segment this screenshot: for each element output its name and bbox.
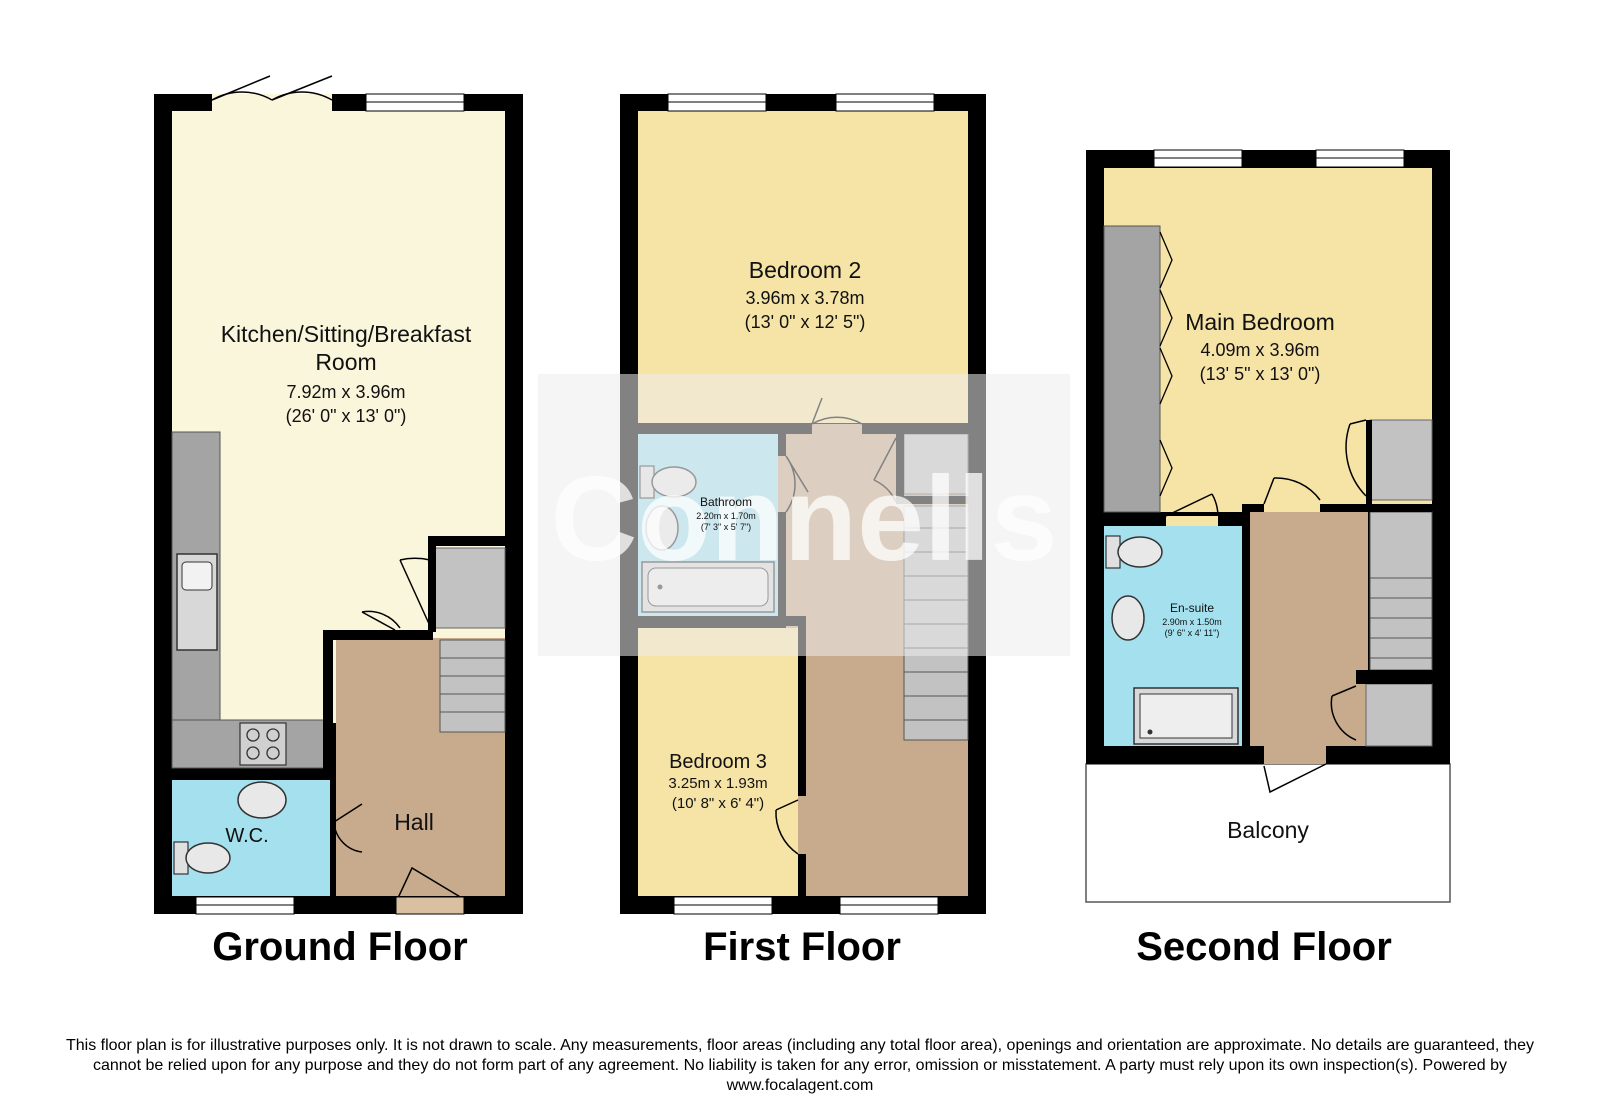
storage-wall [430, 536, 522, 546]
second-wall-ensuite-side [1242, 504, 1250, 754]
bedroom3-name: Bedroom 3 [669, 751, 767, 773]
kitchen-name-line1: Kitchen/Sitting/Breakfast [221, 321, 472, 347]
kitchen-imperial: (26' 0" x 13' 0") [286, 406, 407, 426]
wc-top-wall [172, 770, 332, 780]
hall-name: Hall [394, 809, 434, 835]
wardrobe-doors [1159, 231, 1173, 497]
second-wall-cupboard [1356, 670, 1432, 684]
disclaimer-text: This floor plan is for illustrative purp… [65, 1037, 1535, 1094]
main-bedroom-imperial: (13' 5" x 13' 0") [1200, 364, 1321, 384]
sink-bowl [181, 561, 213, 591]
bathroom-name: Bathroom [700, 495, 752, 509]
bedroom2-imperial: (13' 0" x 12' 5") [745, 312, 866, 332]
ground-floor-title: Ground Floor [212, 925, 468, 969]
wc-name: W.C. [225, 825, 268, 847]
main-bedroom-metric: 4.09m x 3.96m [1200, 340, 1319, 360]
bedroom3-metric: 3.25m x 1.93m [668, 775, 767, 792]
ensuite-toilet [1105, 535, 1163, 569]
bedroom3-room [638, 628, 798, 896]
ensuite-metric: 2.90m x 1.50m [1162, 617, 1222, 627]
floor-titles: Ground Floor First Floor Second Floor [212, 925, 1392, 969]
ground-doors [333, 557, 463, 899]
main-bedroom-name: Main Bedroom [1185, 309, 1335, 335]
storage-side-wall [428, 536, 436, 632]
second-doors [1165, 419, 1367, 794]
main-bedroom-wardrobe [1103, 225, 1161, 513]
second-landing-cupboard [1365, 683, 1433, 747]
kitchen-name-line2: Room [315, 349, 376, 375]
balcony [1085, 763, 1451, 903]
second-wall-landing-top [1242, 504, 1432, 512]
ensuite-imperial: (9' 6" x 4' 11") [1165, 628, 1220, 638]
bedroom2-name: Bedroom 2 [749, 257, 862, 283]
ground-stair-treads [440, 657, 505, 713]
bathroom-imperial: (7' 3" x 5' 7") [701, 522, 751, 532]
hob [239, 722, 287, 766]
first-windows [667, 93, 939, 915]
ensuite-basin [1111, 595, 1145, 641]
ensuite-name: En-suite [1170, 601, 1214, 615]
second-floor-title: Second Floor [1136, 925, 1392, 969]
ground-french-doors [211, 75, 333, 111]
second-storage-cupboard [1369, 419, 1433, 501]
wc-toilet [173, 841, 231, 875]
bedroom2-metric: 3.96m x 3.78m [745, 288, 864, 308]
ground-floor-plan [154, 75, 523, 915]
ground-windows [195, 93, 465, 915]
room-labels: Kitchen/Sitting/Breakfast Room 7.92m x 3… [221, 257, 1335, 847]
ensuite-shower [1133, 687, 1239, 745]
second-wall-stairs [1366, 420, 1372, 512]
ground-storage-cupboard [433, 547, 506, 629]
kitchen-metric: 7.92m x 3.96m [286, 382, 405, 402]
bedroom2-room [638, 111, 968, 423]
wc-basin [237, 781, 287, 819]
second-landing [1250, 512, 1368, 746]
second-stairs [1369, 511, 1433, 671]
first-wall-bed3-landing [798, 616, 806, 896]
balcony-name: Balcony [1227, 817, 1309, 843]
second-floor-plan [1085, 149, 1451, 903]
watermark-text: Connells [551, 452, 1058, 586]
second-windows [1153, 149, 1405, 168]
second-wall-ensuite-bottom-dark [1086, 690, 1104, 764]
bedroom3-imperial: (10' 8" x 6' 4") [672, 795, 764, 812]
hall-kitchen-wall [323, 630, 433, 640]
watermark: Connells [538, 374, 1070, 656]
bathroom-metric: 2.20m x 1.70m [696, 511, 756, 521]
watermark-box [538, 374, 1070, 656]
ground-stairs [439, 639, 506, 733]
second-stair-treads [1370, 577, 1432, 659]
first-floor-title: First Floor [703, 925, 901, 969]
hall-wc-wall [323, 630, 333, 880]
